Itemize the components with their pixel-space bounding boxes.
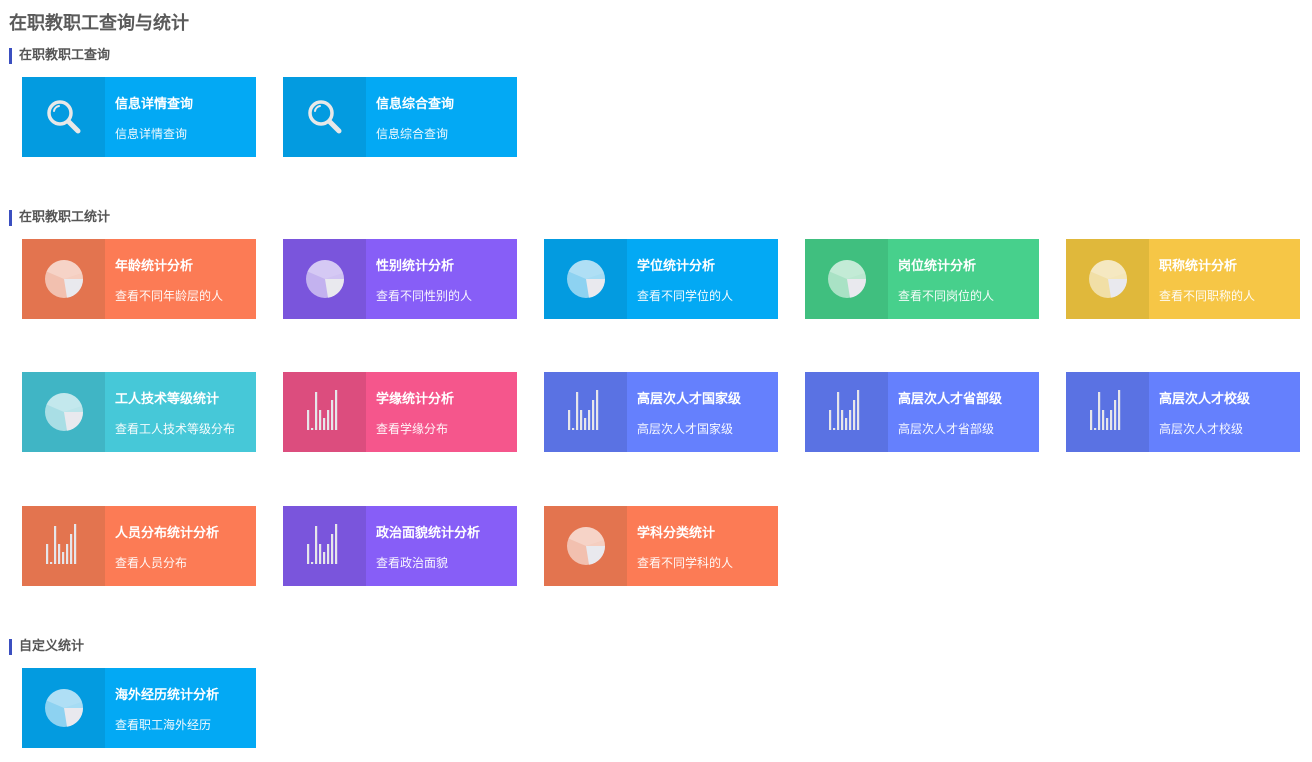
card-title: 信息综合查询 — [376, 97, 455, 112]
pie-chart-icon — [283, 239, 366, 319]
pie-chart-icon — [22, 239, 105, 319]
card-subtitle: 查看学缘分布 — [376, 422, 449, 436]
card-text: 学位统计分析查看不同学位的人 — [627, 239, 778, 319]
pie-chart-icon — [544, 239, 627, 319]
card-subtitle: 查看政治面貌 — [376, 556, 449, 570]
section-title-stats: 在职教职工统计 — [9, 210, 110, 226]
card-stat_cards-10[interactable]: 人员分布统计分析查看人员分布 — [22, 506, 256, 586]
bar-chart-icon — [805, 372, 888, 452]
card-text: 政治面貌统计分析查看政治面貌 — [366, 506, 517, 586]
card-stat_cards-7[interactable]: 高层次人才国家级高层次人才国家级 — [544, 372, 778, 452]
card-stat_cards-9[interactable]: 高层次人才校级高层次人才校级 — [1066, 372, 1300, 452]
pie-chart-icon — [805, 239, 888, 319]
card-text: 年龄统计分析查看不同年龄层的人 — [105, 239, 256, 319]
card-text: 性别统计分析查看不同性别的人 — [366, 239, 517, 319]
pie-chart-icon — [544, 506, 627, 586]
pie-chart-icon — [22, 372, 105, 452]
card-text: 信息综合查询信息综合查询 — [366, 77, 517, 157]
card-text: 高层次人才校级高层次人才校级 — [1149, 372, 1300, 452]
search-icon — [283, 77, 366, 157]
card-query_cards-0[interactable]: 信息详情查询信息详情查询 — [22, 77, 256, 157]
card-subtitle: 高层次人才校级 — [1159, 422, 1244, 436]
card-subtitle: 信息详情查询 — [115, 127, 188, 141]
page-title: 在职教职工查询与统计 — [9, 13, 189, 34]
card-title: 信息详情查询 — [115, 97, 194, 112]
card-title: 年龄统计分析 — [115, 259, 194, 274]
card-title: 高层次人才校级 — [1159, 392, 1251, 407]
card-text: 岗位统计分析查看不同岗位的人 — [888, 239, 1039, 319]
card-stat_cards-1[interactable]: 性别统计分析查看不同性别的人 — [283, 239, 517, 319]
card-stat_cards-0[interactable]: 年龄统计分析查看不同年龄层的人 — [22, 239, 256, 319]
card-stat_cards-6[interactable]: 学缘统计分析查看学缘分布 — [283, 372, 517, 452]
card-title: 学缘统计分析 — [376, 392, 455, 407]
card-title: 人员分布统计分析 — [115, 526, 220, 541]
card-subtitle: 查看人员分布 — [115, 556, 188, 570]
card-text: 信息详情查询信息详情查询 — [105, 77, 256, 157]
card-stat_cards-3[interactable]: 岗位统计分析查看不同岗位的人 — [805, 239, 1039, 319]
card-stat_cards-8[interactable]: 高层次人才省部级高层次人才省部级 — [805, 372, 1039, 452]
card-stat_cards-12[interactable]: 学科分类统计查看不同学科的人 — [544, 506, 778, 586]
bar-chart-icon — [1066, 372, 1149, 452]
card-subtitle: 查看职工海外经历 — [115, 718, 212, 732]
pie-chart-icon — [1066, 239, 1149, 319]
card-text: 工人技术等级统计查看工人技术等级分布 — [105, 372, 256, 452]
card-text: 学缘统计分析查看学缘分布 — [366, 372, 517, 452]
card-title: 学科分类统计 — [637, 526, 716, 541]
search-icon — [22, 77, 105, 157]
card-title: 政治面貌统计分析 — [376, 526, 481, 541]
card-subtitle: 高层次人才省部级 — [898, 422, 995, 436]
card-stat_cards-5[interactable]: 工人技术等级统计查看工人技术等级分布 — [22, 372, 256, 452]
card-title: 岗位统计分析 — [898, 259, 977, 274]
bar-chart-icon — [22, 506, 105, 586]
card-subtitle: 查看不同性别的人 — [376, 289, 473, 303]
card-text: 高层次人才国家级高层次人才国家级 — [627, 372, 778, 452]
card-stat_cards-4[interactable]: 职称统计分析查看不同职称的人 — [1066, 239, 1300, 319]
card-subtitle: 信息综合查询 — [376, 127, 449, 141]
card-title: 学位统计分析 — [637, 259, 716, 274]
card-stat_cards-2[interactable]: 学位统计分析查看不同学位的人 — [544, 239, 778, 319]
card-subtitle: 查看不同职称的人 — [1159, 289, 1256, 303]
card-subtitle: 查看不同学科的人 — [637, 556, 734, 570]
bar-chart-icon — [283, 506, 366, 586]
card-text: 职称统计分析查看不同职称的人 — [1149, 239, 1300, 319]
card-title: 性别统计分析 — [376, 259, 455, 274]
section-title-query: 在职教职工查询 — [9, 48, 110, 64]
card-text: 人员分布统计分析查看人员分布 — [105, 506, 256, 586]
card-custom_cards-0[interactable]: 海外经历统计分析查看职工海外经历 — [22, 668, 256, 748]
card-text: 学科分类统计查看不同学科的人 — [627, 506, 778, 586]
card-stat_cards-11[interactable]: 政治面貌统计分析查看政治面貌 — [283, 506, 517, 586]
bar-chart-icon — [283, 372, 366, 452]
card-text: 高层次人才省部级高层次人才省部级 — [888, 372, 1039, 452]
card-query_cards-1[interactable]: 信息综合查询信息综合查询 — [283, 77, 517, 157]
card-title: 职称统计分析 — [1159, 259, 1238, 274]
card-subtitle: 查看不同学位的人 — [637, 289, 734, 303]
card-title: 高层次人才省部级 — [898, 392, 1003, 407]
card-title: 高层次人才国家级 — [637, 392, 742, 407]
card-title: 海外经历统计分析 — [115, 688, 220, 703]
pie-chart-icon — [22, 668, 105, 748]
card-subtitle: 查看不同年龄层的人 — [115, 289, 224, 303]
card-title: 工人技术等级统计 — [115, 392, 220, 407]
card-subtitle: 高层次人才国家级 — [637, 422, 734, 436]
card-text: 海外经历统计分析查看职工海外经历 — [105, 668, 256, 748]
card-subtitle: 查看不同岗位的人 — [898, 289, 995, 303]
card-subtitle: 查看工人技术等级分布 — [115, 422, 236, 436]
section-title-custom: 自定义统计 — [9, 639, 84, 655]
bar-chart-icon — [544, 372, 627, 452]
